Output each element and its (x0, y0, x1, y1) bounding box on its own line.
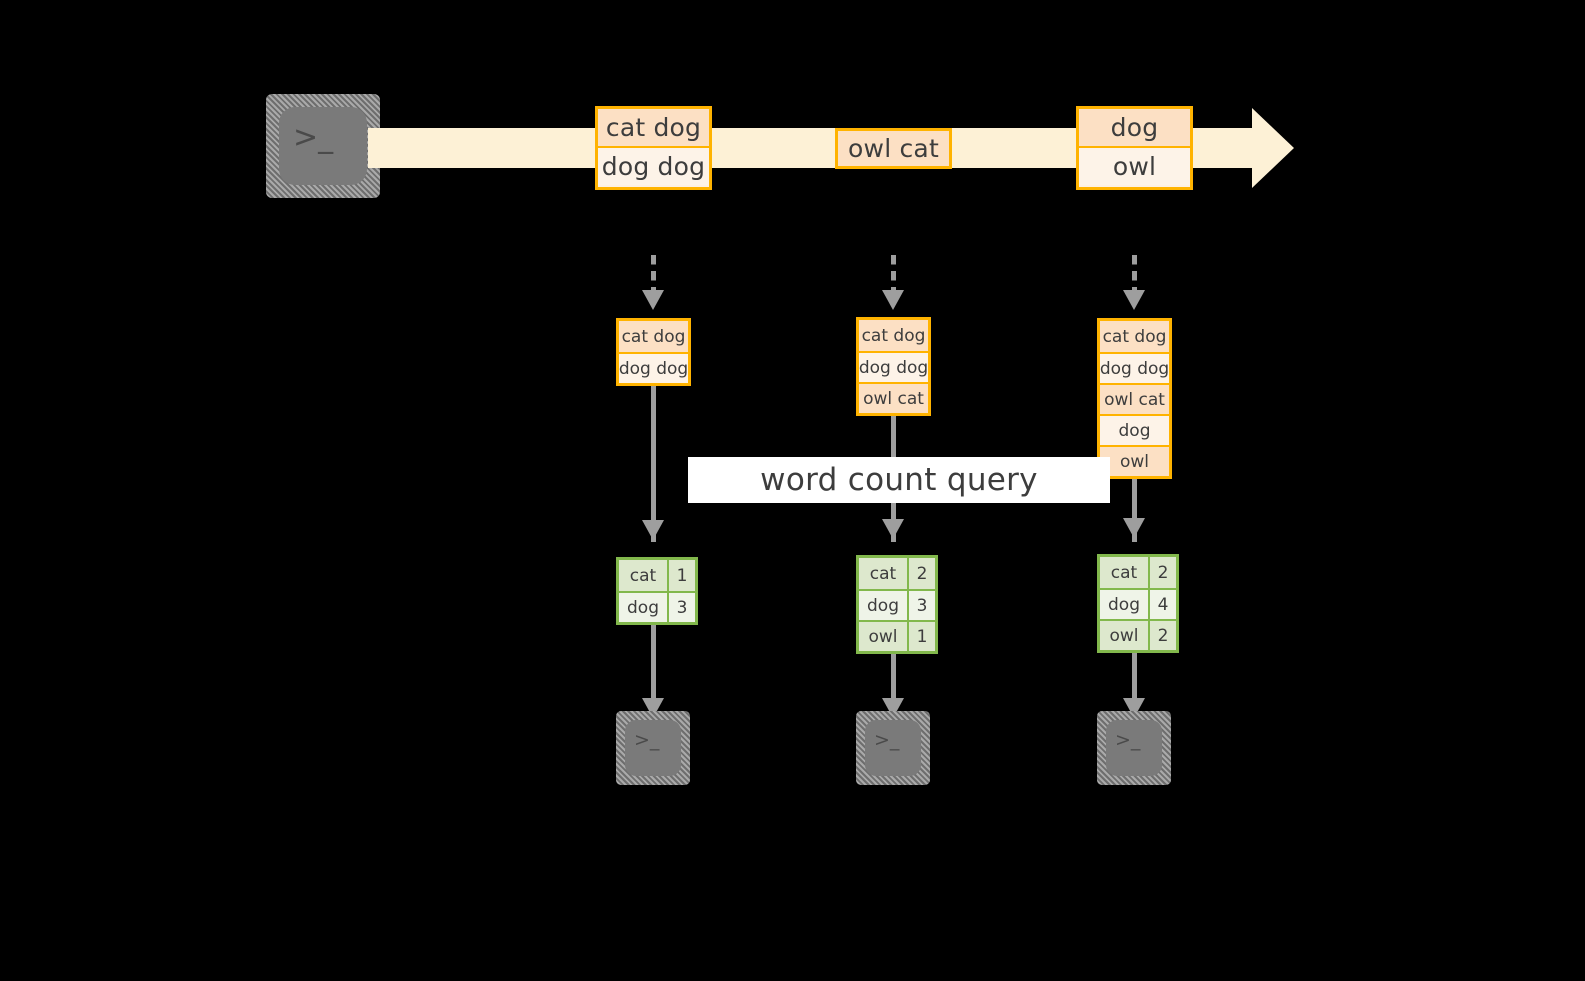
sink-terminal-icon: >_ (856, 711, 930, 785)
state-to-result-arrowhead (1123, 518, 1145, 538)
state-row: cat dog (619, 321, 688, 352)
state-table: cat dog dog dog (616, 318, 691, 386)
state-row: dog dog (619, 352, 688, 383)
result-row: cat 2 (1100, 557, 1176, 588)
stream-to-state-arrowhead (642, 290, 664, 310)
state-table: cat dog dog dog owl cat dog owl (1097, 318, 1172, 479)
stream-to-state-connector (1132, 255, 1137, 293)
terminal-prompt-label: >_ (634, 729, 660, 751)
result-value: 3 (907, 591, 935, 620)
result-value: 2 (907, 558, 935, 589)
result-to-sink-connector (891, 650, 896, 702)
terminal-screen: >_ (625, 720, 681, 776)
stream-to-state-arrowhead (882, 290, 904, 310)
stream-to-state-arrowhead (1123, 290, 1145, 310)
terminal-screen: >_ (279, 107, 367, 185)
stream-event-line: cat dog (598, 109, 709, 146)
terminal-prompt-label: >_ (874, 729, 900, 751)
state-to-result-arrowhead (642, 520, 664, 540)
state-row: dog (1100, 414, 1169, 445)
state-row: owl cat (859, 382, 928, 413)
result-value: 4 (1148, 590, 1176, 619)
result-to-sink-connector (1132, 649, 1137, 702)
sink-terminal-icon: >_ (1097, 711, 1171, 785)
state-row: dog dog (1100, 352, 1169, 383)
stream-event-line: dog (1079, 109, 1190, 146)
result-row: cat 2 (859, 558, 935, 589)
result-key: cat (1100, 557, 1148, 588)
stream-event-box: dog owl (1076, 106, 1193, 190)
result-to-sink-connector (651, 620, 656, 702)
result-row: cat 1 (619, 560, 695, 591)
result-value: 2 (1148, 557, 1176, 588)
result-value: 1 (907, 622, 935, 651)
state-row: owl (1100, 445, 1169, 476)
state-row: dog dog (859, 351, 928, 382)
result-row: dog 3 (859, 589, 935, 620)
result-value: 1 (667, 560, 695, 591)
stream-event-box: owl cat (835, 128, 952, 169)
result-key: owl (1100, 621, 1148, 650)
result-key: dog (859, 591, 907, 620)
result-table: cat 2 dog 3 owl 1 (856, 555, 938, 654)
stream-event-line: owl (1079, 146, 1190, 185)
terminal-prompt-label: >_ (293, 120, 334, 155)
result-key: dog (1100, 590, 1148, 619)
result-row: dog 3 (619, 591, 695, 622)
query-label: word count query (688, 457, 1110, 503)
state-row: cat dog (1100, 321, 1169, 352)
stream-to-state-connector (651, 255, 656, 293)
result-value: 3 (667, 593, 695, 622)
stream-event-line: dog dog (598, 146, 709, 185)
stream-event-line: owl cat (838, 131, 949, 166)
result-table: cat 2 dog 4 owl 2 (1097, 554, 1179, 653)
result-value: 2 (1148, 621, 1176, 650)
terminal-screen: >_ (865, 720, 921, 776)
result-key: cat (619, 560, 667, 591)
result-table: cat 1 dog 3 (616, 557, 698, 625)
stream-event-box: cat dog dog dog (595, 106, 712, 190)
source-terminal-icon: >_ (266, 94, 380, 198)
result-key: owl (859, 622, 907, 651)
result-key: cat (859, 558, 907, 589)
state-to-result-arrowhead (882, 519, 904, 539)
event-stream-arrowhead (1252, 108, 1294, 188)
state-to-result-connector (651, 382, 656, 542)
state-to-result-connector (1132, 474, 1137, 542)
stream-to-state-connector (891, 255, 896, 293)
terminal-prompt-label: >_ (1115, 729, 1141, 751)
result-row: owl 1 (859, 620, 935, 651)
result-row: dog 4 (1100, 588, 1176, 619)
sink-terminal-icon: >_ (616, 711, 690, 785)
result-row: owl 2 (1100, 619, 1176, 650)
state-table: cat dog dog dog owl cat (856, 317, 931, 416)
terminal-screen: >_ (1106, 720, 1162, 776)
result-key: dog (619, 593, 667, 622)
state-row: owl cat (1100, 383, 1169, 414)
state-row: cat dog (859, 320, 928, 351)
